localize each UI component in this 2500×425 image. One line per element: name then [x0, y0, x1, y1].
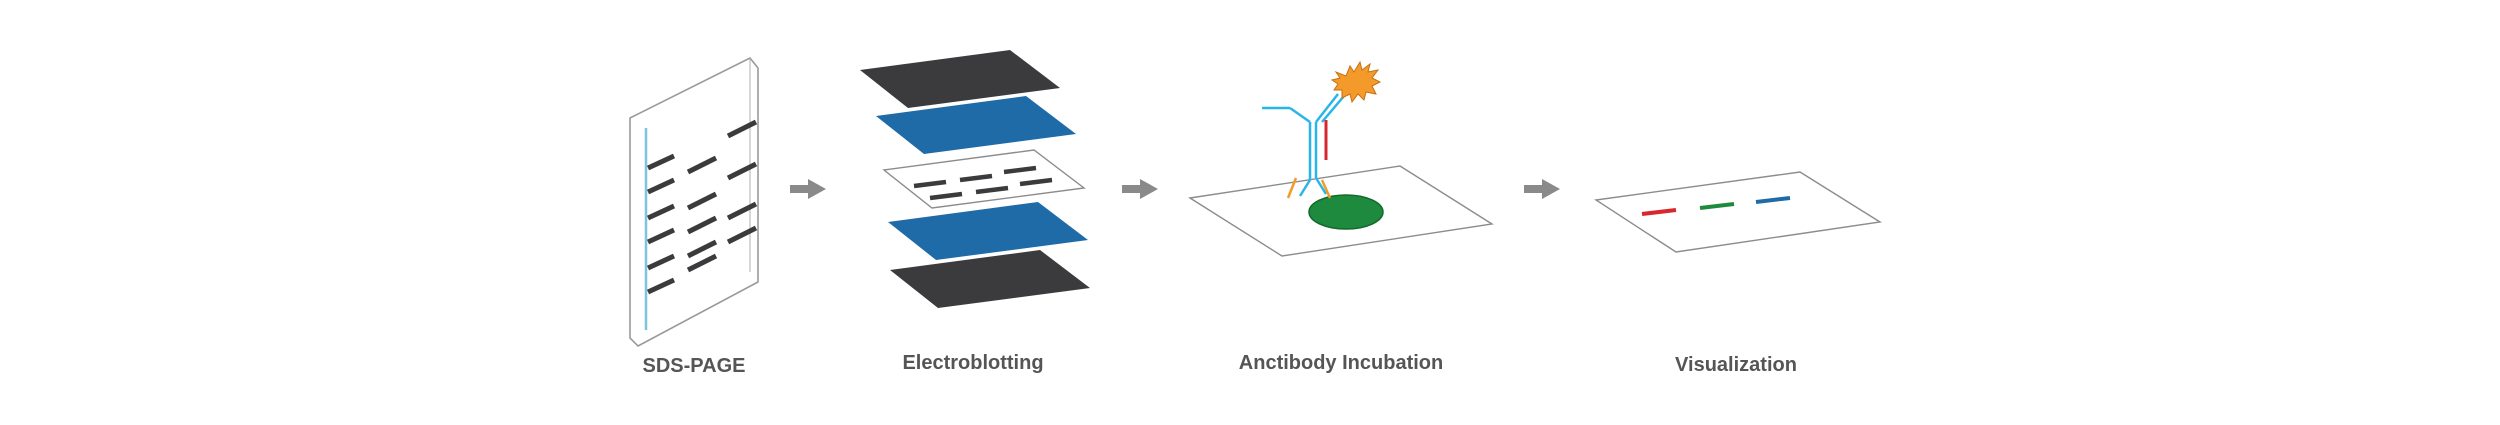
- visualization-band-blue: [1755, 196, 1791, 204]
- gel-band: [686, 191, 718, 211]
- gel-band: [686, 215, 718, 235]
- gel-band: [726, 161, 758, 181]
- antibody-icon: [1262, 93, 1345, 199]
- gel-bands: [646, 119, 758, 295]
- step-label-electroblotting: Electroblotting: [902, 352, 1044, 374]
- electroblotting-stack: [860, 50, 1090, 308]
- gel-plate: [629, 56, 759, 347]
- arrow-right-icon: [790, 179, 826, 199]
- step-label-sds-page: SDS-PAGE: [642, 355, 746, 377]
- target-protein-spot: [1308, 194, 1384, 230]
- arrow-right-icon: [1122, 179, 1158, 199]
- arrow-right-icon: [1524, 179, 1560, 199]
- visualization-band-red: [1641, 208, 1677, 216]
- gel-band: [726, 119, 758, 139]
- sponge-top: [860, 50, 1060, 108]
- gel-band: [686, 155, 718, 175]
- visualization-plane: [1594, 171, 1882, 253]
- filter-paper-top: [876, 96, 1076, 154]
- transfer-band: [1019, 177, 1053, 187]
- gel-band: [646, 253, 676, 271]
- gel-band: [646, 203, 676, 221]
- step-label-antibody-incubation: Anctibody Incubation: [1238, 352, 1444, 374]
- gel-band: [646, 277, 676, 295]
- sds-page-gel: [629, 56, 759, 347]
- step-label-visualization: Visualization: [1675, 354, 1797, 376]
- sponge-bottom: [890, 250, 1090, 308]
- transfer-band: [959, 173, 993, 183]
- transfer-band: [975, 185, 1009, 195]
- gel-band: [686, 239, 718, 259]
- gel-band: [646, 153, 676, 171]
- transfer-band: [929, 191, 963, 201]
- gel-band: [726, 201, 758, 221]
- gel-band: [646, 177, 676, 195]
- filter-paper-bottom: [888, 202, 1088, 260]
- gel-band: [646, 227, 676, 245]
- antibody-incubation: [1188, 60, 1494, 257]
- gel-band: [686, 253, 718, 273]
- transfer-band: [913, 179, 947, 189]
- gel-band: [726, 225, 758, 245]
- visualization-membrane: [1594, 171, 1882, 253]
- enzyme-burst-icon: [1330, 60, 1382, 104]
- transfer-band: [1003, 165, 1037, 175]
- transfer-bands: [913, 165, 1053, 201]
- visualization-band-green: [1699, 202, 1735, 210]
